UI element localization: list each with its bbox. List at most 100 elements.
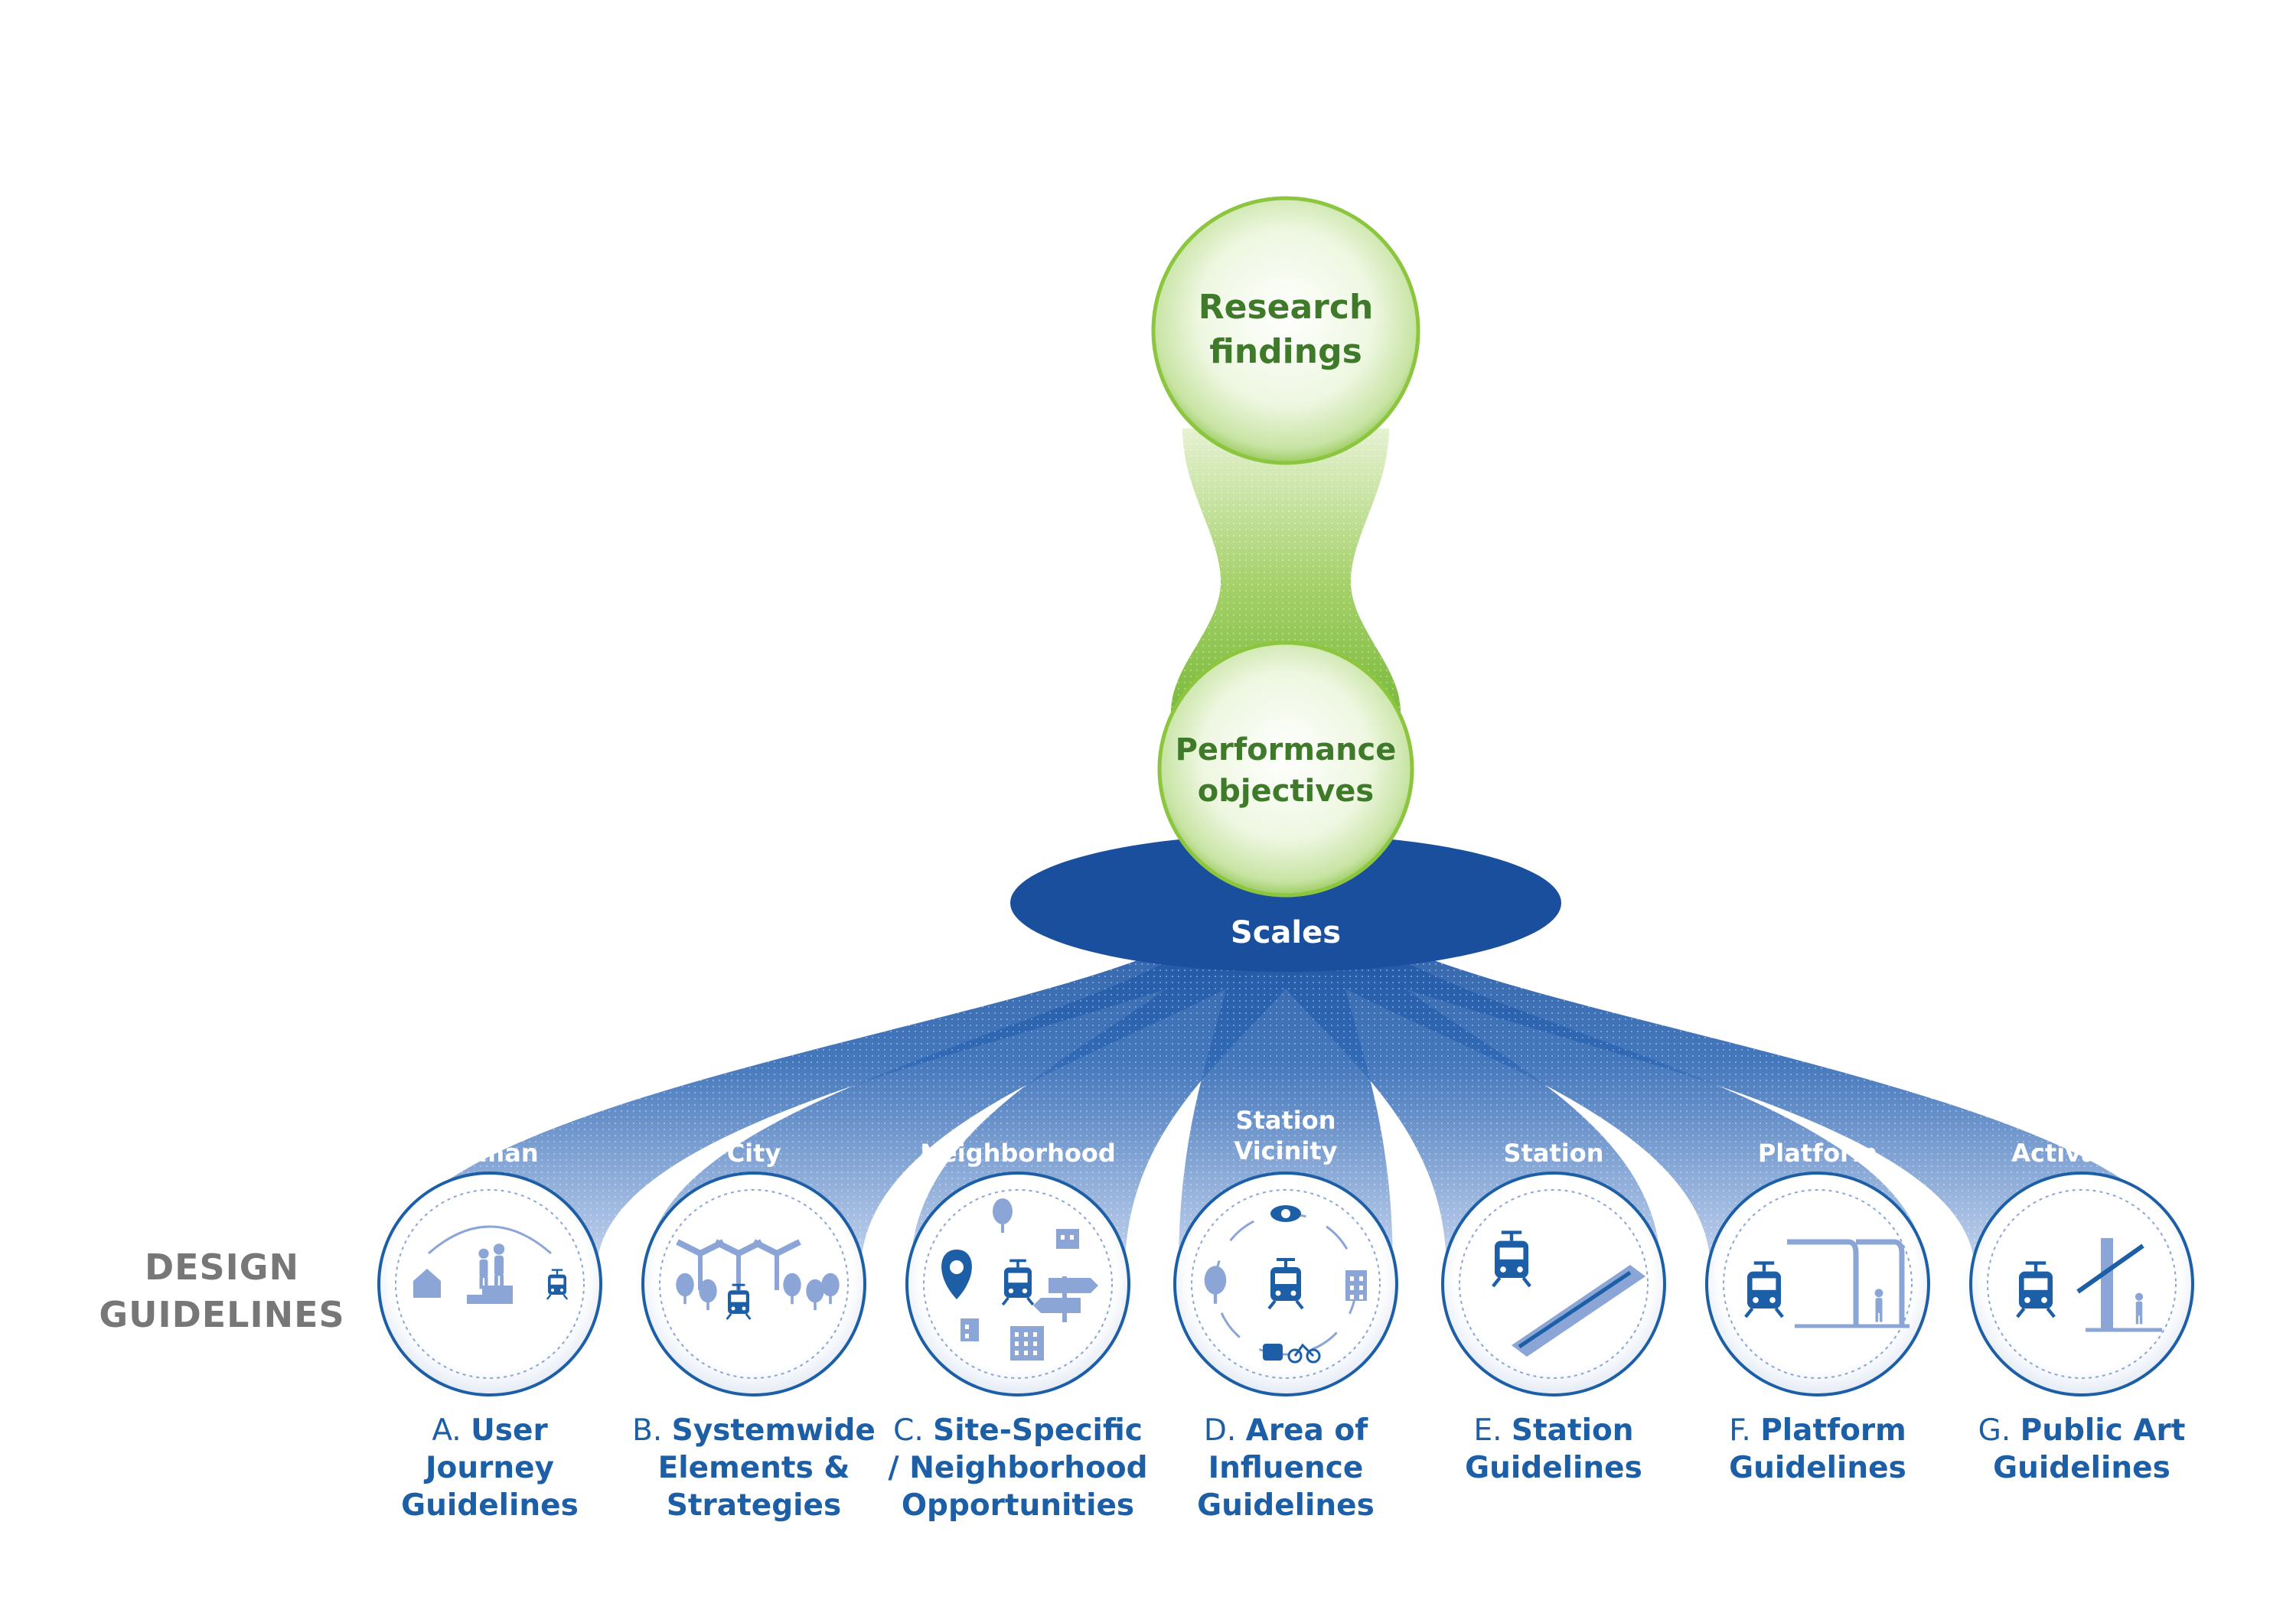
art-sculpture-icon — [2076, 1238, 2162, 1332]
train-icon — [546, 1269, 569, 1300]
scale-label: Activation — [2011, 1139, 2151, 1168]
node-inner-ring — [395, 1189, 585, 1379]
canopy-icon — [676, 1239, 801, 1290]
scale-label: Neighborhood — [920, 1139, 1115, 1168]
design-guidelines-title: DESIGN GUIDELINES — [84, 1243, 360, 1338]
scale-label: Vicinity — [1234, 1136, 1337, 1165]
guideline-label-line: Guidelines — [1944, 1449, 2219, 1487]
guideline-node-f: Platform — [1705, 1139, 1930, 1396]
guideline-node-a: Human — [377, 1139, 602, 1396]
guideline-label-line: A. User — [352, 1412, 628, 1449]
branch-texture-1 — [383, 888, 1332, 1270]
guideline-name: Area of — [1245, 1413, 1368, 1448]
guideline-label-line: Guidelines — [352, 1487, 628, 1524]
scale-label: City — [727, 1139, 781, 1168]
performance-objectives-node: Performance objectives — [1157, 640, 1414, 898]
branch-texture-7 — [1240, 888, 2189, 1270]
guideline-label-line: G. Public Art — [1944, 1412, 2219, 1449]
guideline-label-line: Elements & — [616, 1449, 892, 1487]
bike-icon — [1287, 1343, 1321, 1364]
signpost-icon — [1033, 1276, 1098, 1322]
guideline-letter: F. — [1729, 1413, 1761, 1448]
guideline-name: Station — [1511, 1413, 1634, 1448]
platform-icon — [1512, 1265, 1645, 1357]
guideline-label-line: C. Site-Specific — [880, 1412, 1156, 1449]
scales-label: Scales — [1231, 915, 1341, 950]
design-guidelines-title-line2: GUIDELINES — [99, 1294, 345, 1335]
research-findings-line1: Research — [1199, 288, 1374, 327]
people-stairs-icon — [467, 1243, 513, 1304]
food-icon — [1056, 1229, 1079, 1249]
design-guidelines-title-line1: DESIGN — [144, 1247, 300, 1288]
person-icon — [478, 1248, 489, 1289]
scale-label: Platform — [1758, 1139, 1877, 1168]
bus-icon — [1263, 1344, 1283, 1361]
branch-texture-2 — [647, 888, 1332, 1270]
scale-label: Station — [1504, 1139, 1604, 1168]
guideline-name: Site-Specific — [933, 1413, 1143, 1448]
guideline-label-line: F. Platform — [1680, 1412, 1955, 1449]
tree-icon — [1204, 1266, 1227, 1304]
guideline-name: Systemwide — [671, 1413, 876, 1448]
guideline-name: Strategies — [666, 1488, 842, 1523]
trees-icon — [783, 1273, 801, 1305]
train-icon — [2016, 1261, 2056, 1318]
guideline-label-line: B. Systemwide — [616, 1412, 892, 1449]
person-icon — [2135, 1292, 2144, 1325]
guideline-letter: B. — [632, 1413, 672, 1448]
guideline-name: Guidelines — [1465, 1451, 1642, 1485]
house-icon — [413, 1269, 441, 1298]
green-stem-texture — [1171, 429, 1401, 712]
guideline-label-line: Guidelines — [1416, 1449, 1691, 1487]
guideline-node-g: Activation — [1969, 1139, 2194, 1396]
guideline-label-line: / Neighborhood — [880, 1449, 1156, 1487]
guideline-name: Opportunities — [901, 1488, 1135, 1523]
trees-icon — [806, 1279, 824, 1311]
guideline-label-line: Influence — [1148, 1449, 1424, 1487]
trees-icon — [821, 1273, 840, 1305]
guideline-letter: C. — [893, 1413, 934, 1448]
guideline-label-line: Strategies — [616, 1487, 892, 1524]
guideline-node-e: Station — [1441, 1139, 1666, 1396]
guideline-letter: D. — [1203, 1413, 1246, 1448]
node-inner-ring — [1191, 1189, 1381, 1379]
guideline-label-line: E. Station — [1416, 1412, 1691, 1449]
canopy-icon — [1787, 1239, 1910, 1328]
performance-objectives-line1: Performance — [1176, 732, 1397, 768]
guideline-label-line: D. Area of — [1148, 1412, 1424, 1449]
guideline-node-c: Neighborhood — [905, 1139, 1130, 1396]
node-inner-ring — [1987, 1189, 2177, 1379]
node-inner-ring — [1459, 1189, 1649, 1379]
guideline-name: Platform — [1760, 1413, 1906, 1448]
guideline-letter: G. — [1978, 1413, 2020, 1448]
guideline-node-b: City — [641, 1139, 866, 1396]
train-icon — [1744, 1261, 1784, 1318]
guideline-name: / Neighborhood — [888, 1451, 1148, 1485]
scale-label: Station — [1236, 1106, 1336, 1135]
scale-label: Human — [441, 1139, 538, 1168]
node-circle — [1441, 1172, 1666, 1396]
guideline-name: Guidelines — [401, 1488, 579, 1523]
guideline-name: User — [471, 1413, 548, 1448]
person-icon — [493, 1243, 505, 1288]
buildings-icon — [1345, 1270, 1367, 1301]
guideline-letter: A. — [432, 1413, 471, 1448]
guideline-name: Guidelines — [1197, 1488, 1375, 1523]
train-icon — [1267, 1258, 1304, 1310]
buildings-icon — [1010, 1326, 1044, 1361]
node-circle — [1969, 1172, 2194, 1396]
guideline-name: Influence — [1208, 1451, 1364, 1485]
guideline-label-line: Opportunities — [880, 1487, 1156, 1524]
guideline-name: Guidelines — [1729, 1451, 1906, 1485]
person-icon — [1874, 1289, 1883, 1322]
guideline-name: Elements & — [657, 1451, 850, 1485]
train-icon — [1001, 1259, 1035, 1306]
